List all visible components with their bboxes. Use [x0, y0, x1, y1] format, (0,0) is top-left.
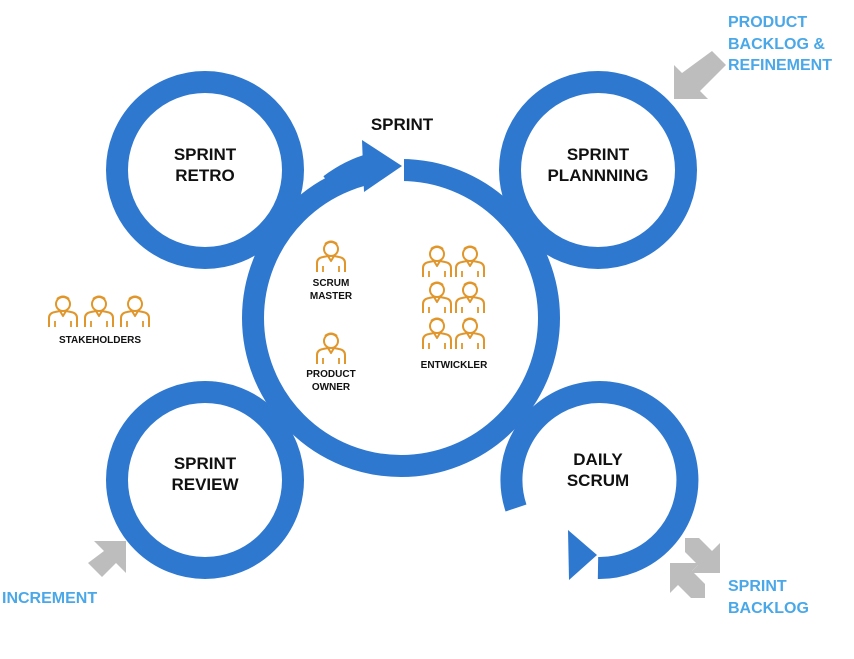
- stakeholder-person-icon: [48, 295, 78, 328]
- developer-person-icon: [455, 245, 485, 278]
- sprint-review-ring: [106, 381, 304, 579]
- product-owner-person-icon: [316, 332, 346, 365]
- sprint-retro-ring: [106, 71, 304, 269]
- product-owner-line-1: PRODUCT: [306, 369, 356, 380]
- stakeholders-label: STAKEHOLDERS: [58, 335, 142, 346]
- scrum-master-label: SCRUM MASTER: [296, 277, 366, 303]
- developer-person-icon: [422, 245, 452, 278]
- stakeholder-person-icon: [120, 295, 150, 328]
- product-backlog-line-1: PRODUCT: [728, 14, 808, 31]
- daily-scrum-line-2: SCRUM: [566, 471, 630, 491]
- sprint-backlog-line-2: BACKLOG: [728, 599, 809, 617]
- sprint-review-line-2: REVIEW: [171, 475, 239, 495]
- sprint-retro-label: SPRINT RETRO: [140, 144, 270, 187]
- increment-arrow-icon: [88, 541, 126, 577]
- stakeholder-person-icon: [84, 295, 114, 328]
- developer-person-icon: [422, 281, 452, 314]
- scrum-master-line-1: SCRUM: [312, 278, 350, 289]
- scrum-master-person-icon: [316, 240, 346, 273]
- developer-person-icon: [455, 317, 485, 350]
- sprint-backlog-arrow-in-icon: [670, 563, 705, 598]
- sprint-retro-line-2: RETRO: [175, 166, 235, 186]
- product-owner-label: PRODUCT OWNER: [291, 368, 371, 394]
- sprint-planning-line-1: SPRINT: [566, 145, 630, 164]
- daily-scrum-arrowhead: [568, 530, 597, 580]
- sprint-backlog-line-1: SPRINT: [728, 578, 787, 595]
- product-owner-line-2: OWNER: [311, 382, 351, 393]
- sprint-center-ring: [242, 159, 560, 477]
- daily-scrum-line-1: DAILY: [573, 450, 623, 469]
- sprint-review-label: SPRINT REVIEW: [140, 453, 270, 496]
- increment-label: INCREMENT: [2, 590, 98, 607]
- developers-label: ENTWICKLER: [420, 360, 488, 371]
- sprint-arrowhead: [362, 140, 402, 192]
- sprint-label: SPRINT: [370, 115, 434, 134]
- product-backlog-arrow-icon: [674, 51, 726, 99]
- daily-scrum-label: DAILY SCRUM: [533, 449, 663, 492]
- product-backlog-line-2: BACKLOG &: [728, 35, 825, 53]
- developer-person-icon: [422, 317, 452, 350]
- sprint-planning-ring: [499, 71, 697, 269]
- scrum-master-line-2: MASTER: [309, 291, 353, 302]
- daily-scrum-arc: [500, 381, 699, 580]
- sprint-backlog-arrow-out-icon: [685, 538, 720, 573]
- sprint-planning-label: SPRINT PLANNNING: [523, 144, 673, 187]
- sprint-planning-line-2: PLANNNING: [547, 166, 649, 186]
- sprint-review-line-1: SPRINT: [173, 454, 237, 473]
- product-backlog-label: PRODUCT BACKLOG & REFINEMENT: [728, 12, 852, 77]
- sprint-retro-line-1: SPRINT: [173, 145, 237, 164]
- product-backlog-line-3: REFINEMENT: [728, 57, 832, 75]
- sprint-backlog-label: SPRINT BACKLOG: [728, 576, 838, 619]
- developer-person-icon: [455, 281, 485, 314]
